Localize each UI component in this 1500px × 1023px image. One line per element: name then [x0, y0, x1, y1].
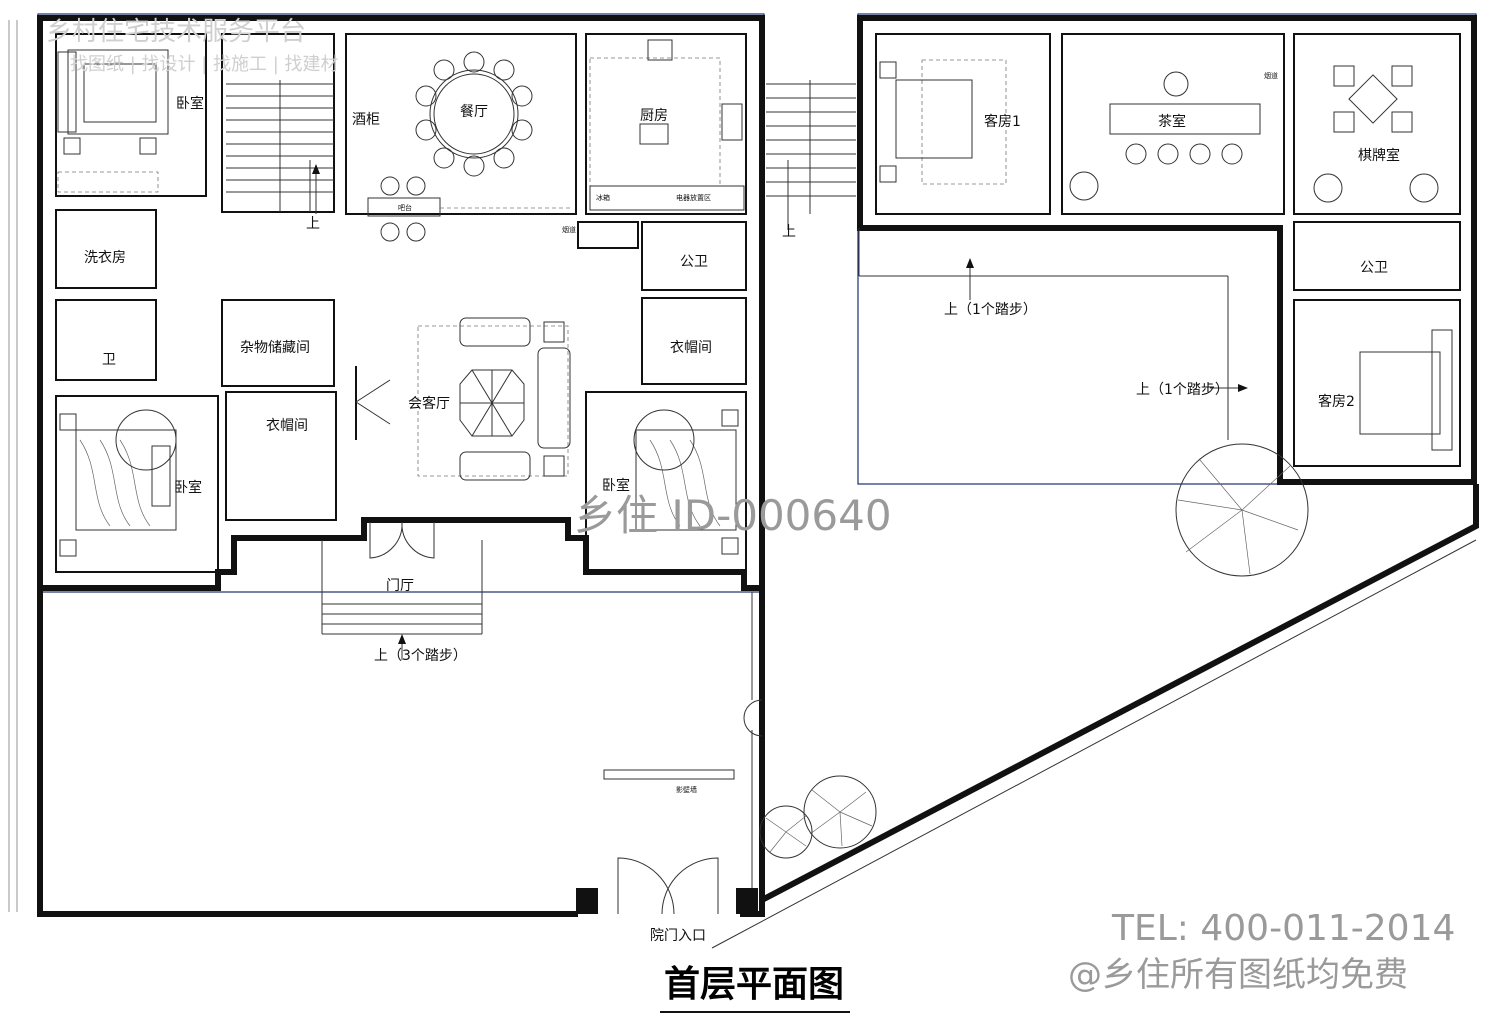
label-laundry: 洗衣房 — [84, 250, 126, 266]
dining-table — [367, 51, 570, 242]
watermark-tel: TEL: 400-011-2014 — [1111, 908, 1455, 949]
label-closet-w: 衣帽间 — [266, 418, 308, 434]
label-stair-up: 上 — [306, 216, 320, 232]
guest-wing-walls — [857, 13, 1477, 485]
screen-wall — [603, 769, 735, 780]
label-gate: 院门入口 — [650, 928, 706, 944]
entry-doors — [369, 521, 435, 559]
courtyard-walls — [37, 228, 1479, 949]
bedroom-se-furniture — [633, 409, 739, 555]
watermark-free: @乡住所有图纸均免费 — [1068, 955, 1408, 995]
label-living: 会客厅 — [408, 395, 450, 412]
label-public-wc: 公卫 — [680, 254, 708, 270]
label-dining: 餐厅 — [460, 104, 488, 120]
tea-table — [1069, 71, 1261, 201]
label-closet-e: 衣帽间 — [670, 340, 712, 356]
label-bar: 吧台 — [398, 203, 412, 212]
watermark-platform: 乡村住宅技术服务平台 — [46, 17, 306, 47]
label-foyer: 门厅 — [386, 578, 414, 594]
label-fridge: 冰箱 — [596, 193, 610, 202]
label-guest1: 客房1 — [984, 113, 1021, 130]
guest1-bed — [879, 59, 1007, 185]
drawing-title: 首层平面图 — [664, 963, 844, 1005]
living-room-furniture — [355, 317, 571, 481]
label-tea: 茶室 — [1158, 113, 1186, 130]
label-public-wc2: 公卫 — [1360, 260, 1388, 276]
courtyard-trees — [759, 443, 1309, 859]
label-bedroom-nw: 卧室 — [176, 95, 204, 112]
label-bath-w: 卫 — [102, 352, 116, 368]
label-steps-courtyard-mid: 上（1个踏步） — [1136, 382, 1229, 398]
label-steps-courtyard-top: 上（1个踏步） — [944, 302, 1037, 318]
gate-doors — [617, 857, 719, 915]
label-screen-wall: 影壁墙 — [676, 785, 697, 794]
main-house-walls — [37, 13, 765, 593]
watermark-services: 找图纸 | 找设计 | 找施工 | 找建材 — [70, 54, 339, 75]
chess-table — [1313, 65, 1439, 203]
label-storage: 杂物储藏间 — [240, 340, 310, 356]
courtyard-side-door — [743, 699, 763, 737]
kitchen-fixtures — [589, 39, 745, 211]
label-wine-cabinet: 酒柜 — [352, 112, 380, 128]
label-guest2: 客房2 — [1318, 393, 1355, 410]
label-bedroom-sw: 卧室 — [174, 479, 202, 496]
bedroom-nw-furniture — [57, 49, 169, 193]
label-flue2: 烟道 — [1264, 71, 1278, 80]
staircase-side — [766, 80, 856, 230]
level-arrows — [312, 164, 1248, 660]
label-chess: 棋牌室 — [1358, 147, 1400, 164]
watermark-id: 乡住 ID-000640 — [574, 491, 892, 540]
bedroom-sw-furniture — [59, 409, 177, 557]
label-appliance: 电器放置区 — [676, 193, 711, 202]
label-kitchen: 厨房 — [640, 108, 668, 124]
label-bedroom-se: 卧室 — [602, 477, 630, 494]
label-flue: 烟道 — [562, 225, 576, 234]
guest2-bed — [1359, 329, 1453, 451]
label-steps-foyer: 上（3个踏步） — [374, 648, 467, 664]
staircase-main — [226, 80, 334, 212]
label-stair-up-right: 上 — [782, 224, 796, 240]
